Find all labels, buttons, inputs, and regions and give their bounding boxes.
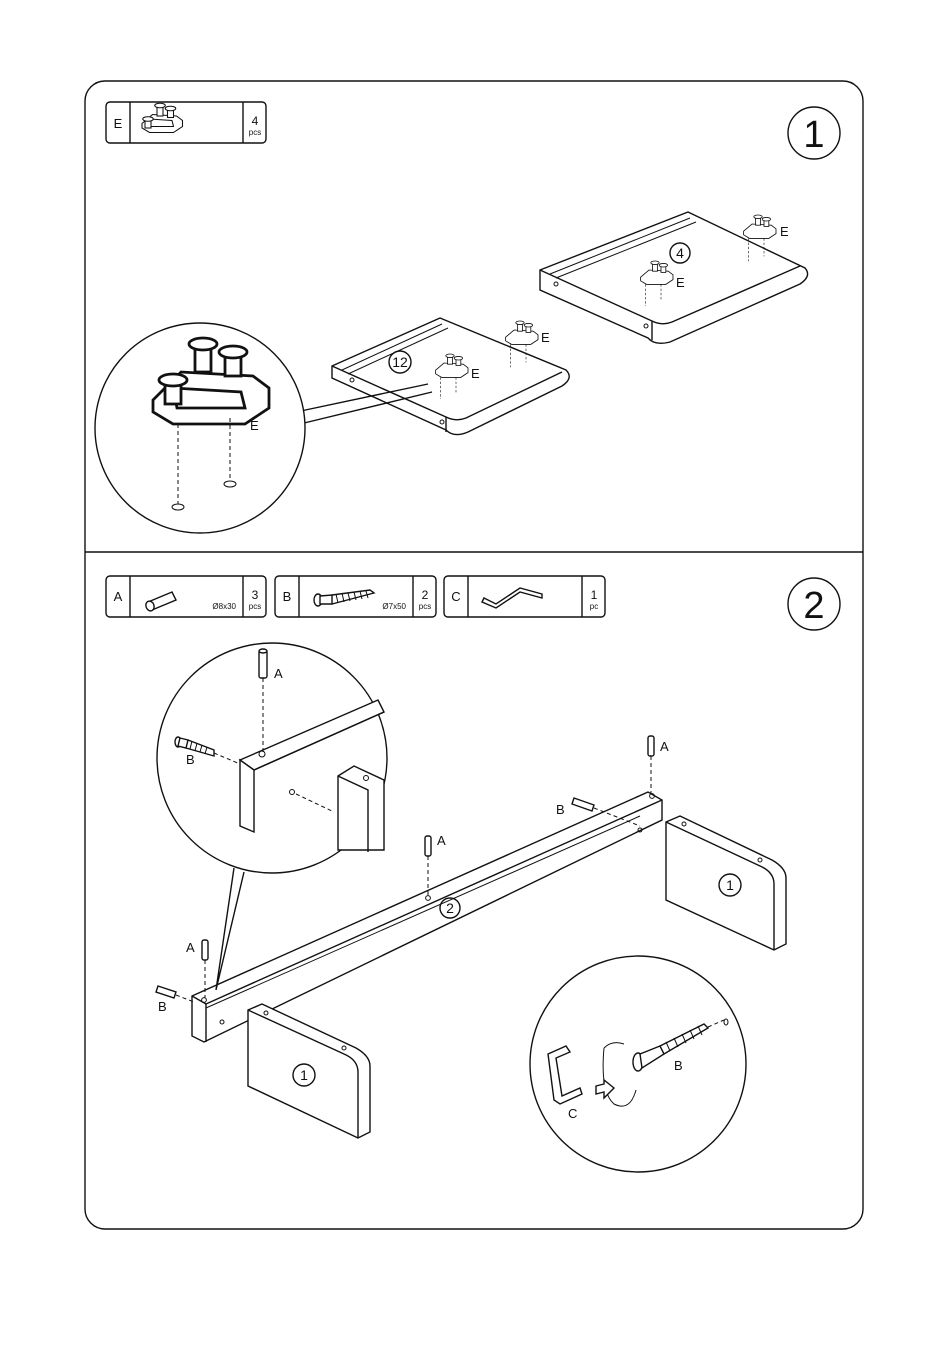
detail-screw-label: B (674, 1058, 683, 1073)
step-1: 1 E 4 pcs (95, 102, 840, 533)
screw-tightening-detail-magnifier: B C (530, 956, 746, 1172)
detail-key-label: C (568, 1106, 577, 1121)
connector-fitting-icon (142, 103, 183, 132)
part-qty: 4 (252, 114, 259, 128)
screw-label: B (556, 802, 565, 817)
step-2: 2 A Ø8x30 3 pcs B Ø7x50 2 pcs (106, 576, 840, 1172)
part-box-a: A Ø8x30 3 pcs (106, 576, 266, 617)
dowel-a-right (648, 736, 654, 794)
detail-dowel-label: A (274, 666, 283, 681)
part-unit: pcs (249, 128, 261, 137)
panel-callout-number: 1 (726, 877, 734, 893)
side-panel-left: 1 (248, 1004, 370, 1138)
detail-fitting-label: E (250, 418, 259, 433)
part-size: Ø8x30 (212, 602, 236, 611)
part-qty: 2 (422, 588, 429, 602)
step-number: 1 (803, 114, 824, 156)
part-letter: A (114, 589, 123, 604)
part-letter: E (114, 116, 123, 131)
side-panel-right: 1 (666, 816, 786, 950)
fitting-label: E (780, 224, 789, 239)
part-letter: C (451, 589, 460, 604)
dowel-label: A (437, 833, 446, 848)
screw-icon (314, 590, 374, 606)
part-size: Ø7x50 (382, 602, 406, 611)
part-unit: pc (590, 602, 598, 611)
part-qty: 1 (591, 588, 598, 602)
detail-screw-label: B (186, 752, 195, 767)
part-unit: pcs (249, 602, 261, 611)
part-box-c: C 1 pc (444, 576, 605, 617)
part-qty: 3 (252, 588, 259, 602)
allen-key-icon (482, 588, 542, 608)
dowel-label: A (186, 940, 195, 955)
part-unit: pcs (419, 602, 431, 611)
part-letter: B (283, 589, 292, 604)
rail-callout-number: 2 (446, 900, 454, 916)
dowel-a-middle (425, 836, 431, 896)
fitting-label: E (471, 366, 480, 381)
dowel-icon (144, 592, 176, 612)
panel-callout-number: 12 (392, 354, 408, 370)
fitting-label: E (676, 275, 685, 290)
panel-callout-number: 1 (300, 1067, 308, 1083)
step-number: 2 (803, 585, 824, 627)
dowel-label: A (660, 739, 669, 754)
part-box-b: B Ø7x50 2 pcs (275, 576, 436, 617)
panel-callout-number: 4 (676, 245, 684, 261)
part-box-e: E 4 pcs (106, 102, 266, 143)
fitting-label: E (541, 330, 550, 345)
screw-label: B (158, 999, 167, 1014)
